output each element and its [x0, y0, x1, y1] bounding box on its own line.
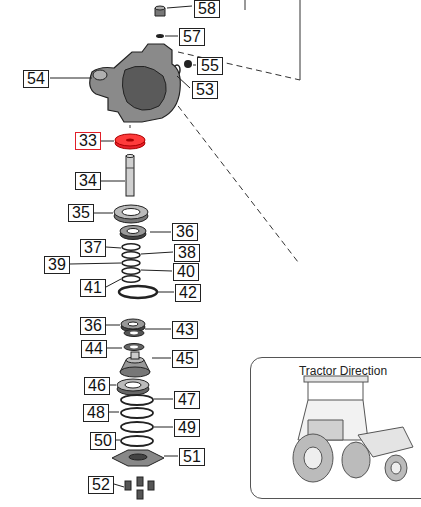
callout-text: 34 [79, 172, 97, 189]
callout-text: 49 [178, 419, 196, 436]
callout-number: 34 [75, 172, 101, 190]
callout-number: 33 [75, 132, 101, 150]
callout-text: 41 [84, 279, 102, 296]
callout-number: 45 [172, 350, 198, 368]
callout-text: 36 [84, 317, 102, 334]
callout-text: 47 [178, 391, 196, 408]
callout-number: 53 [192, 81, 218, 99]
callout-number: 36 [172, 223, 198, 241]
callout-number: 36 [80, 317, 106, 335]
callout-number: 51 [179, 448, 205, 466]
callout-text: 46 [88, 377, 106, 394]
callout-text: 44 [85, 340, 103, 357]
callout-number: 49 [174, 419, 200, 437]
callout-number: 42 [175, 284, 201, 302]
callout-number: 43 [172, 321, 198, 339]
callout-text: 33 [79, 132, 97, 149]
callout-text: 58 [198, 0, 216, 17]
callout-number: 38 [174, 244, 200, 262]
callout-text: 50 [94, 432, 112, 449]
callout-text: 42 [179, 284, 197, 301]
callout-text: 45 [176, 350, 194, 367]
callout-number: 47 [174, 391, 200, 409]
callout-number: 41 [80, 279, 106, 297]
callout-text: 48 [87, 404, 105, 421]
callout-number: 58 [194, 0, 220, 18]
callout-text: 55 [201, 57, 219, 74]
callout-text: 36 [176, 223, 194, 240]
callout-number: 50 [90, 432, 116, 450]
callout-text: 51 [183, 448, 201, 465]
callout-text: 43 [176, 321, 194, 338]
callout-text: 40 [177, 263, 195, 280]
callout-number: 46 [84, 377, 110, 395]
callout-number: 48 [83, 404, 109, 422]
callout-number: 37 [80, 239, 106, 257]
callout-number: 52 [88, 476, 114, 494]
callout-text: 52 [92, 476, 110, 493]
callout-text: 35 [72, 204, 90, 221]
panel-title: Tractor Direction [251, 364, 421, 378]
callout-number: 44 [81, 340, 107, 358]
callout-text: 39 [48, 256, 66, 273]
direction-panel: Tractor Direction [250, 357, 421, 499]
callout-text: 53 [196, 81, 214, 98]
callout-number: 55 [197, 57, 223, 75]
callout-text: 57 [183, 28, 201, 45]
callout-number: 57 [179, 28, 205, 46]
callout-text: 54 [27, 70, 45, 87]
callout-text: 37 [84, 239, 102, 256]
callout-number: 54 [23, 70, 49, 88]
callout-text: 38 [178, 244, 196, 261]
callout-number: 35 [68, 204, 94, 222]
callout-number: 39 [44, 256, 70, 274]
callout-number: 40 [173, 263, 199, 281]
